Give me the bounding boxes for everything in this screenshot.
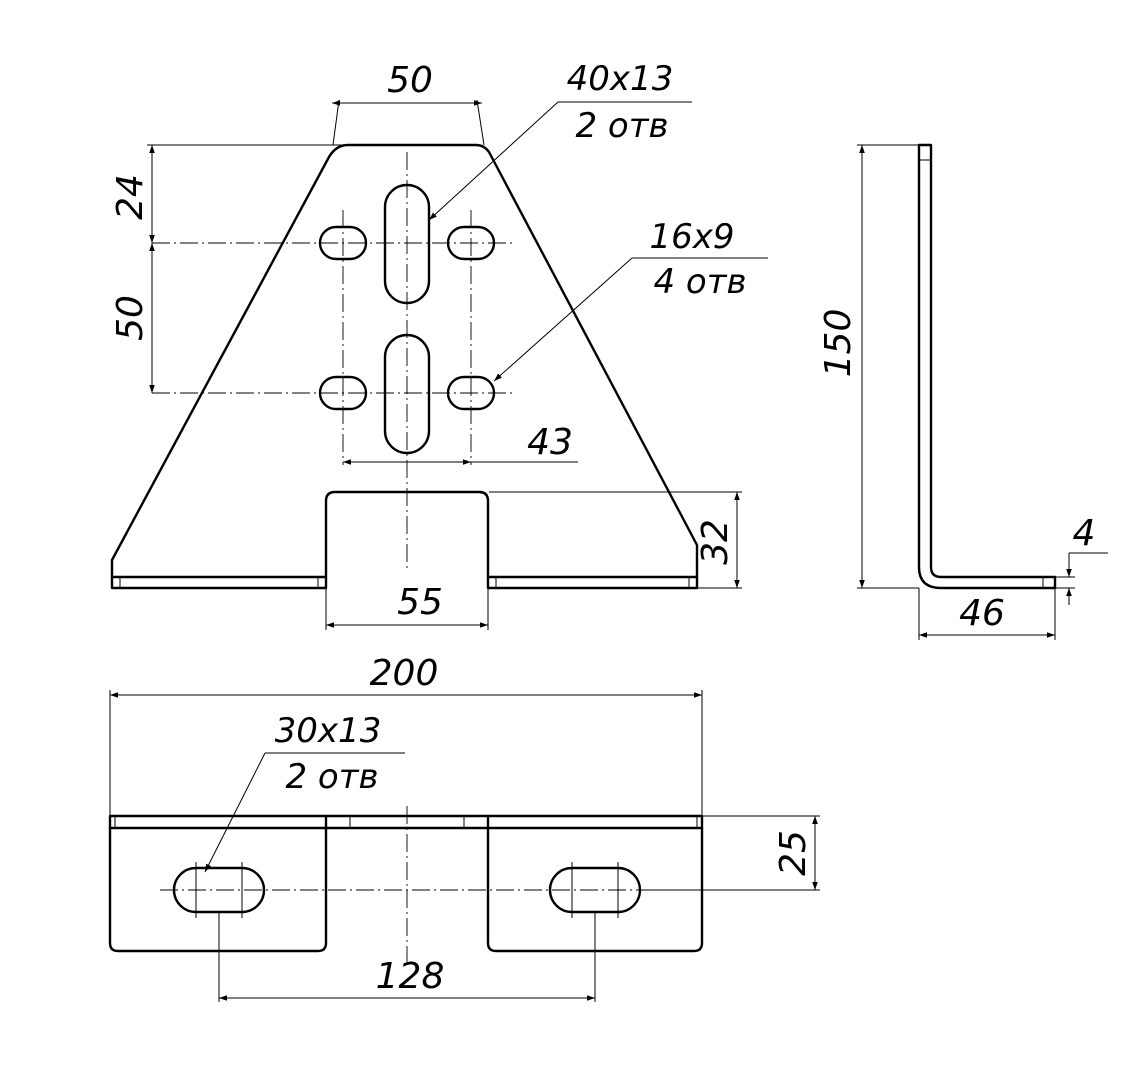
- dimension-46: 46: [918, 588, 1056, 640]
- dimension-128: 128: [218, 912, 596, 1002]
- dim-label-128: 128: [376, 956, 445, 997]
- dim-label-150: 150: [818, 309, 859, 378]
- dim-label-25: 25: [773, 830, 814, 876]
- callout-base-slot-size: 30x13: [275, 711, 382, 751]
- front-view: 50 24 50 43 32: [110, 59, 768, 630]
- dim-label-4: 4: [1073, 513, 1096, 554]
- callout-base-slot-count: 2 отв: [285, 757, 378, 797]
- dim-label-24: 24: [110, 174, 151, 220]
- dim-label-top-width: 50: [387, 60, 433, 101]
- dimension-50-vertical: 50: [110, 243, 155, 393]
- dimension-top-width: 50: [332, 60, 485, 146]
- dim-label-32: 32: [695, 519, 736, 565]
- dimension-32: 32: [489, 491, 742, 589]
- front-plate-outline: [110, 143, 699, 579]
- dim-label-46: 46: [959, 593, 1005, 634]
- dimension-200: 200: [109, 653, 703, 816]
- dimension-43: 43: [343, 422, 578, 465]
- callout-base-slot: 30x13 2 отв: [204, 711, 405, 873]
- dimension-24: 24: [110, 144, 350, 243]
- top-view: 200 25 128 30x13 2 отв: [108, 653, 820, 1002]
- dimension-25: 25: [650, 815, 820, 891]
- dimension-150: 150: [818, 144, 919, 589]
- dim-label-50-vertical: 50: [110, 295, 151, 341]
- callout-small-slot: 16x9 4 отв: [493, 217, 768, 382]
- top-bend-strip: [108, 814, 704, 830]
- base-foot-left: [108, 814, 328, 953]
- dim-label-55: 55: [397, 582, 443, 623]
- dimension-4: 4: [1055, 513, 1108, 605]
- callout-small-slot-count: 4 отв: [653, 262, 746, 302]
- callout-small-slot-size: 16x9: [649, 217, 734, 257]
- dim-label-200: 200: [370, 653, 439, 694]
- side-view: 150 4 46: [818, 143, 1108, 640]
- front-bend-strip: [110, 575, 699, 590]
- callout-large-slot-size: 40x13: [567, 59, 674, 99]
- callout-large-slot-count: 2 отв: [575, 106, 668, 146]
- dim-label-43: 43: [527, 422, 573, 463]
- callout-large-slot: 40x13 2 отв: [428, 59, 692, 221]
- dimension-55: 55: [325, 582, 489, 630]
- side-profile-outline: [917, 143, 1057, 590]
